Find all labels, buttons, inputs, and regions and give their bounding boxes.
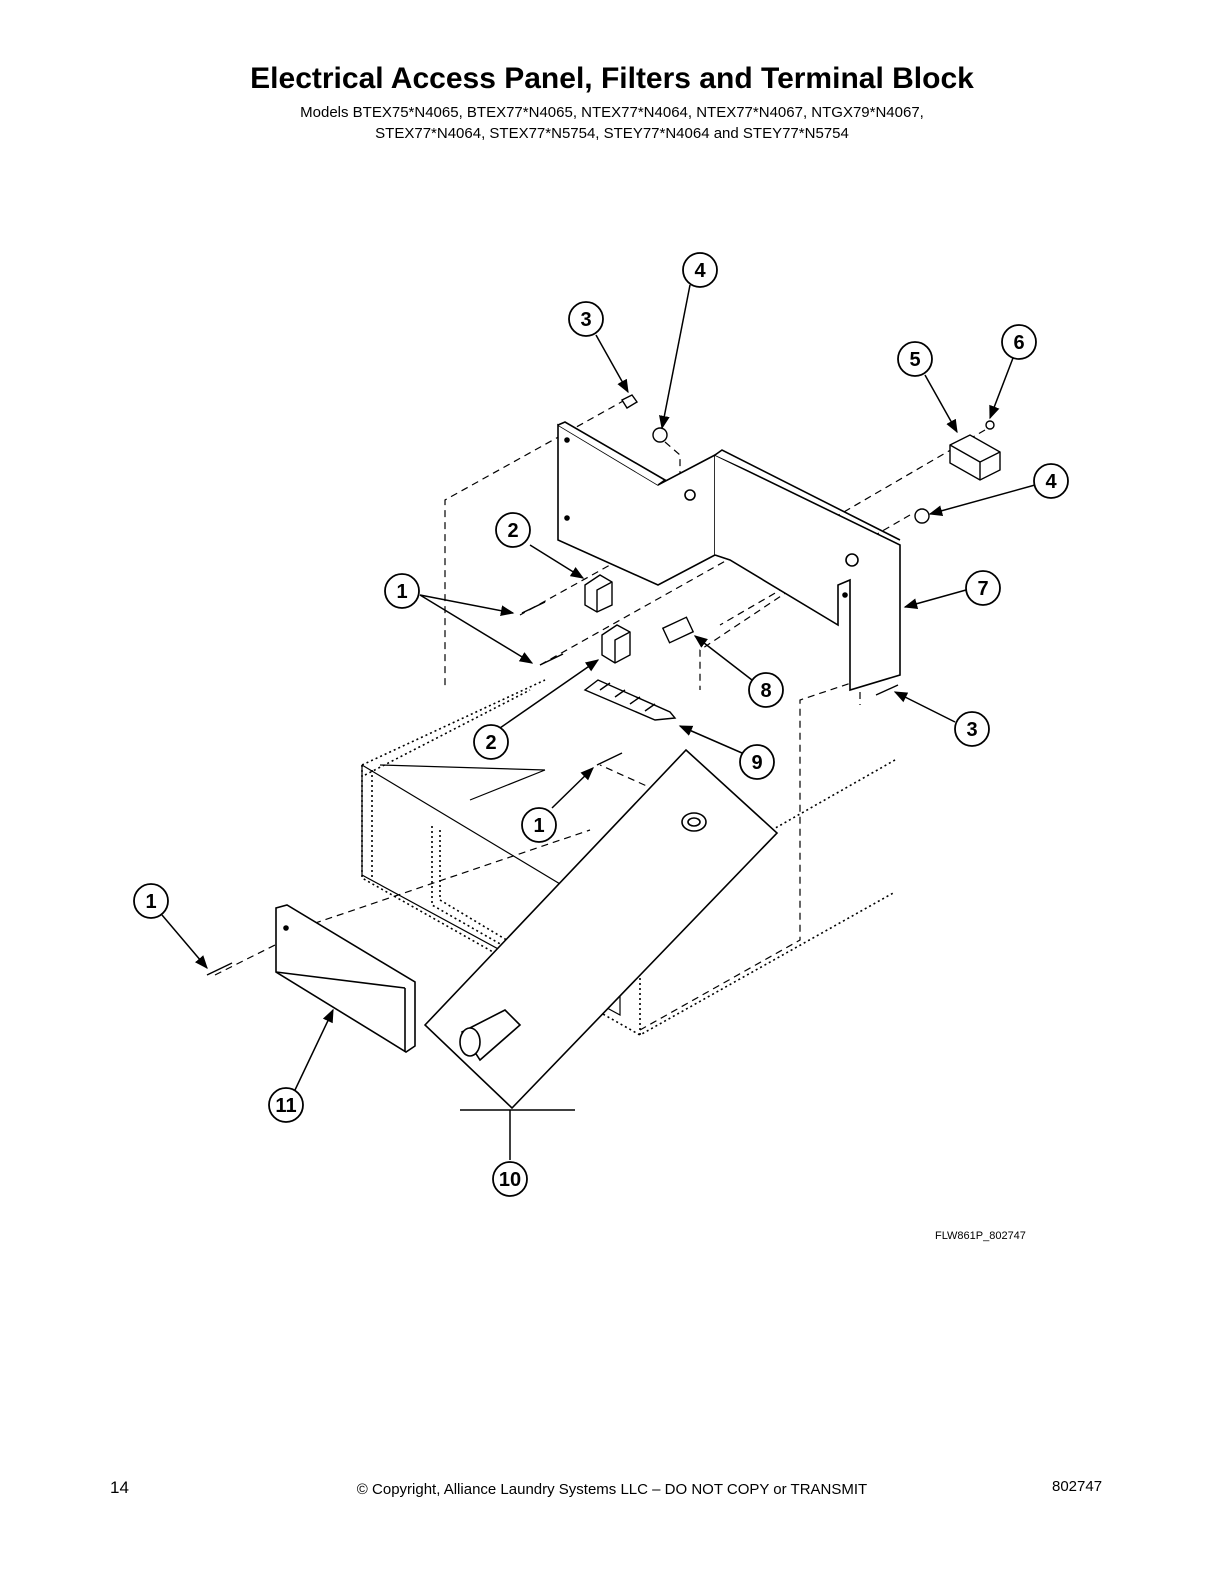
svg-text:6: 6 bbox=[1013, 332, 1024, 354]
svg-text:9: 9 bbox=[751, 752, 762, 774]
svg-text:3: 3 bbox=[966, 719, 977, 741]
svg-text:10: 10 bbox=[499, 1169, 521, 1191]
callout-4-right: 4 bbox=[1033, 463, 1069, 499]
callout-2-upper: 2 bbox=[495, 512, 531, 548]
svg-text:2: 2 bbox=[507, 520, 518, 542]
models-line-1: Models BTEX75*N4065, BTEX77*N4065, NTEX7… bbox=[300, 104, 924, 121]
callout-3-right: 3 bbox=[954, 711, 990, 747]
small-parts bbox=[206, 394, 995, 976]
svg-text:8: 8 bbox=[760, 680, 771, 702]
svg-text:1: 1 bbox=[396, 581, 407, 603]
callout-7: 7 bbox=[965, 570, 1001, 606]
callout-8: 8 bbox=[748, 672, 784, 708]
page-number: 14 bbox=[110, 1478, 129, 1497]
access-cover-plate bbox=[275, 904, 416, 1053]
svg-text:1: 1 bbox=[145, 891, 156, 913]
callout-1-middle: 1 bbox=[521, 807, 557, 843]
leader-lines bbox=[161, 284, 1036, 1160]
models-line-2: STEX77*N4064, STEX77*N5754, STEY77*N4064… bbox=[375, 125, 849, 142]
callout-11: 11 bbox=[268, 1087, 304, 1123]
svg-text:2: 2 bbox=[485, 732, 496, 754]
callout-1-upper: 1 bbox=[384, 573, 420, 609]
callout-10: 10 bbox=[492, 1161, 528, 1197]
callout-2-lower: 2 bbox=[473, 724, 509, 760]
svg-text:1: 1 bbox=[533, 815, 544, 837]
svg-text:3: 3 bbox=[580, 309, 591, 331]
figure-code: FLW861P_802747 bbox=[935, 1230, 1026, 1242]
callout-6: 6 bbox=[1001, 324, 1037, 360]
svg-text:7: 7 bbox=[977, 578, 988, 600]
copyright-notice: © Copyright, Alliance Laundry Systems LL… bbox=[356, 1481, 868, 1498]
callout-4-top: 4 bbox=[682, 252, 718, 288]
callout-3-top: 3 bbox=[568, 301, 604, 337]
callout-5: 5 bbox=[897, 341, 933, 377]
electrical-access-panel bbox=[557, 421, 901, 692]
page-title: Electrical Access Panel, Filters and Ter… bbox=[250, 62, 974, 95]
document-number: 802747 bbox=[1052, 1478, 1103, 1495]
svg-text:4: 4 bbox=[1045, 471, 1057, 493]
filter-block bbox=[949, 434, 1001, 481]
strain-relief-kit bbox=[423, 748, 779, 1110]
svg-text:11: 11 bbox=[275, 1095, 296, 1117]
noise-filter-upper bbox=[584, 574, 613, 613]
svg-text:4: 4 bbox=[694, 260, 706, 282]
svg-text:5: 5 bbox=[909, 349, 920, 371]
callout-1-left: 1 bbox=[133, 883, 169, 919]
noise-filter-lower bbox=[601, 624, 631, 664]
callout-9: 9 bbox=[739, 744, 775, 780]
